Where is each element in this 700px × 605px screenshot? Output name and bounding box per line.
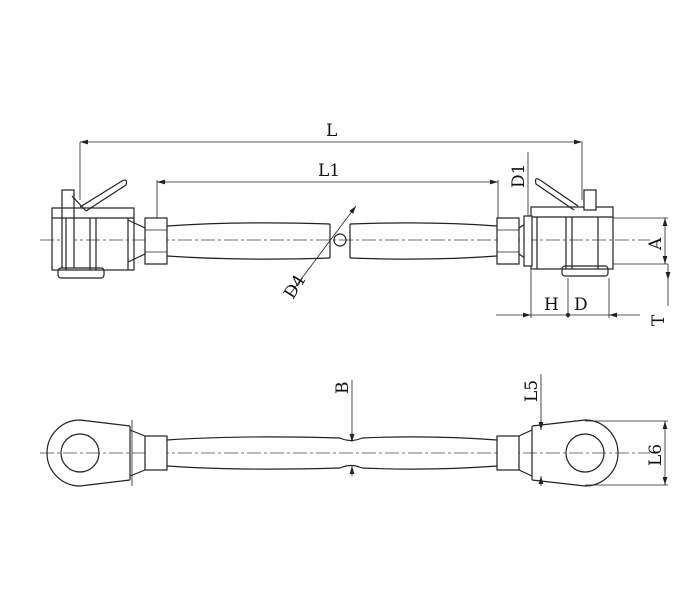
dim-label-D4: D4 bbox=[280, 271, 310, 302]
dim-label-B: B bbox=[333, 382, 353, 395]
dim-label-L6: L6 bbox=[646, 444, 666, 466]
dim-label-A: A bbox=[646, 237, 666, 251]
top-view: L L1 D1 D4 A H D T bbox=[40, 121, 671, 326]
dim-label-L1: L1 bbox=[318, 161, 340, 181]
left-clevis bbox=[51, 179, 146, 279]
right-eye bbox=[518, 419, 619, 487]
dim-label-L5: L5 bbox=[522, 380, 542, 402]
bottom-view: B L5 L6 bbox=[40, 374, 668, 487]
right-nut bbox=[496, 217, 520, 265]
bottom-left-nut bbox=[144, 435, 168, 471]
left-eye bbox=[46, 419, 146, 487]
dim-label-L: L bbox=[326, 121, 337, 141]
dim-label-T: T bbox=[649, 314, 669, 326]
turnbuckle-body bbox=[166, 222, 498, 260]
right-clevis bbox=[518, 178, 614, 277]
dim-label-H: H bbox=[544, 295, 559, 315]
bottom-body bbox=[166, 436, 498, 470]
dim-label-D: D bbox=[574, 295, 588, 315]
bottom-right-nut bbox=[496, 435, 520, 471]
left-nut bbox=[144, 217, 168, 265]
dim-label-D1: D1 bbox=[509, 164, 529, 188]
d1-mark bbox=[523, 215, 533, 267]
